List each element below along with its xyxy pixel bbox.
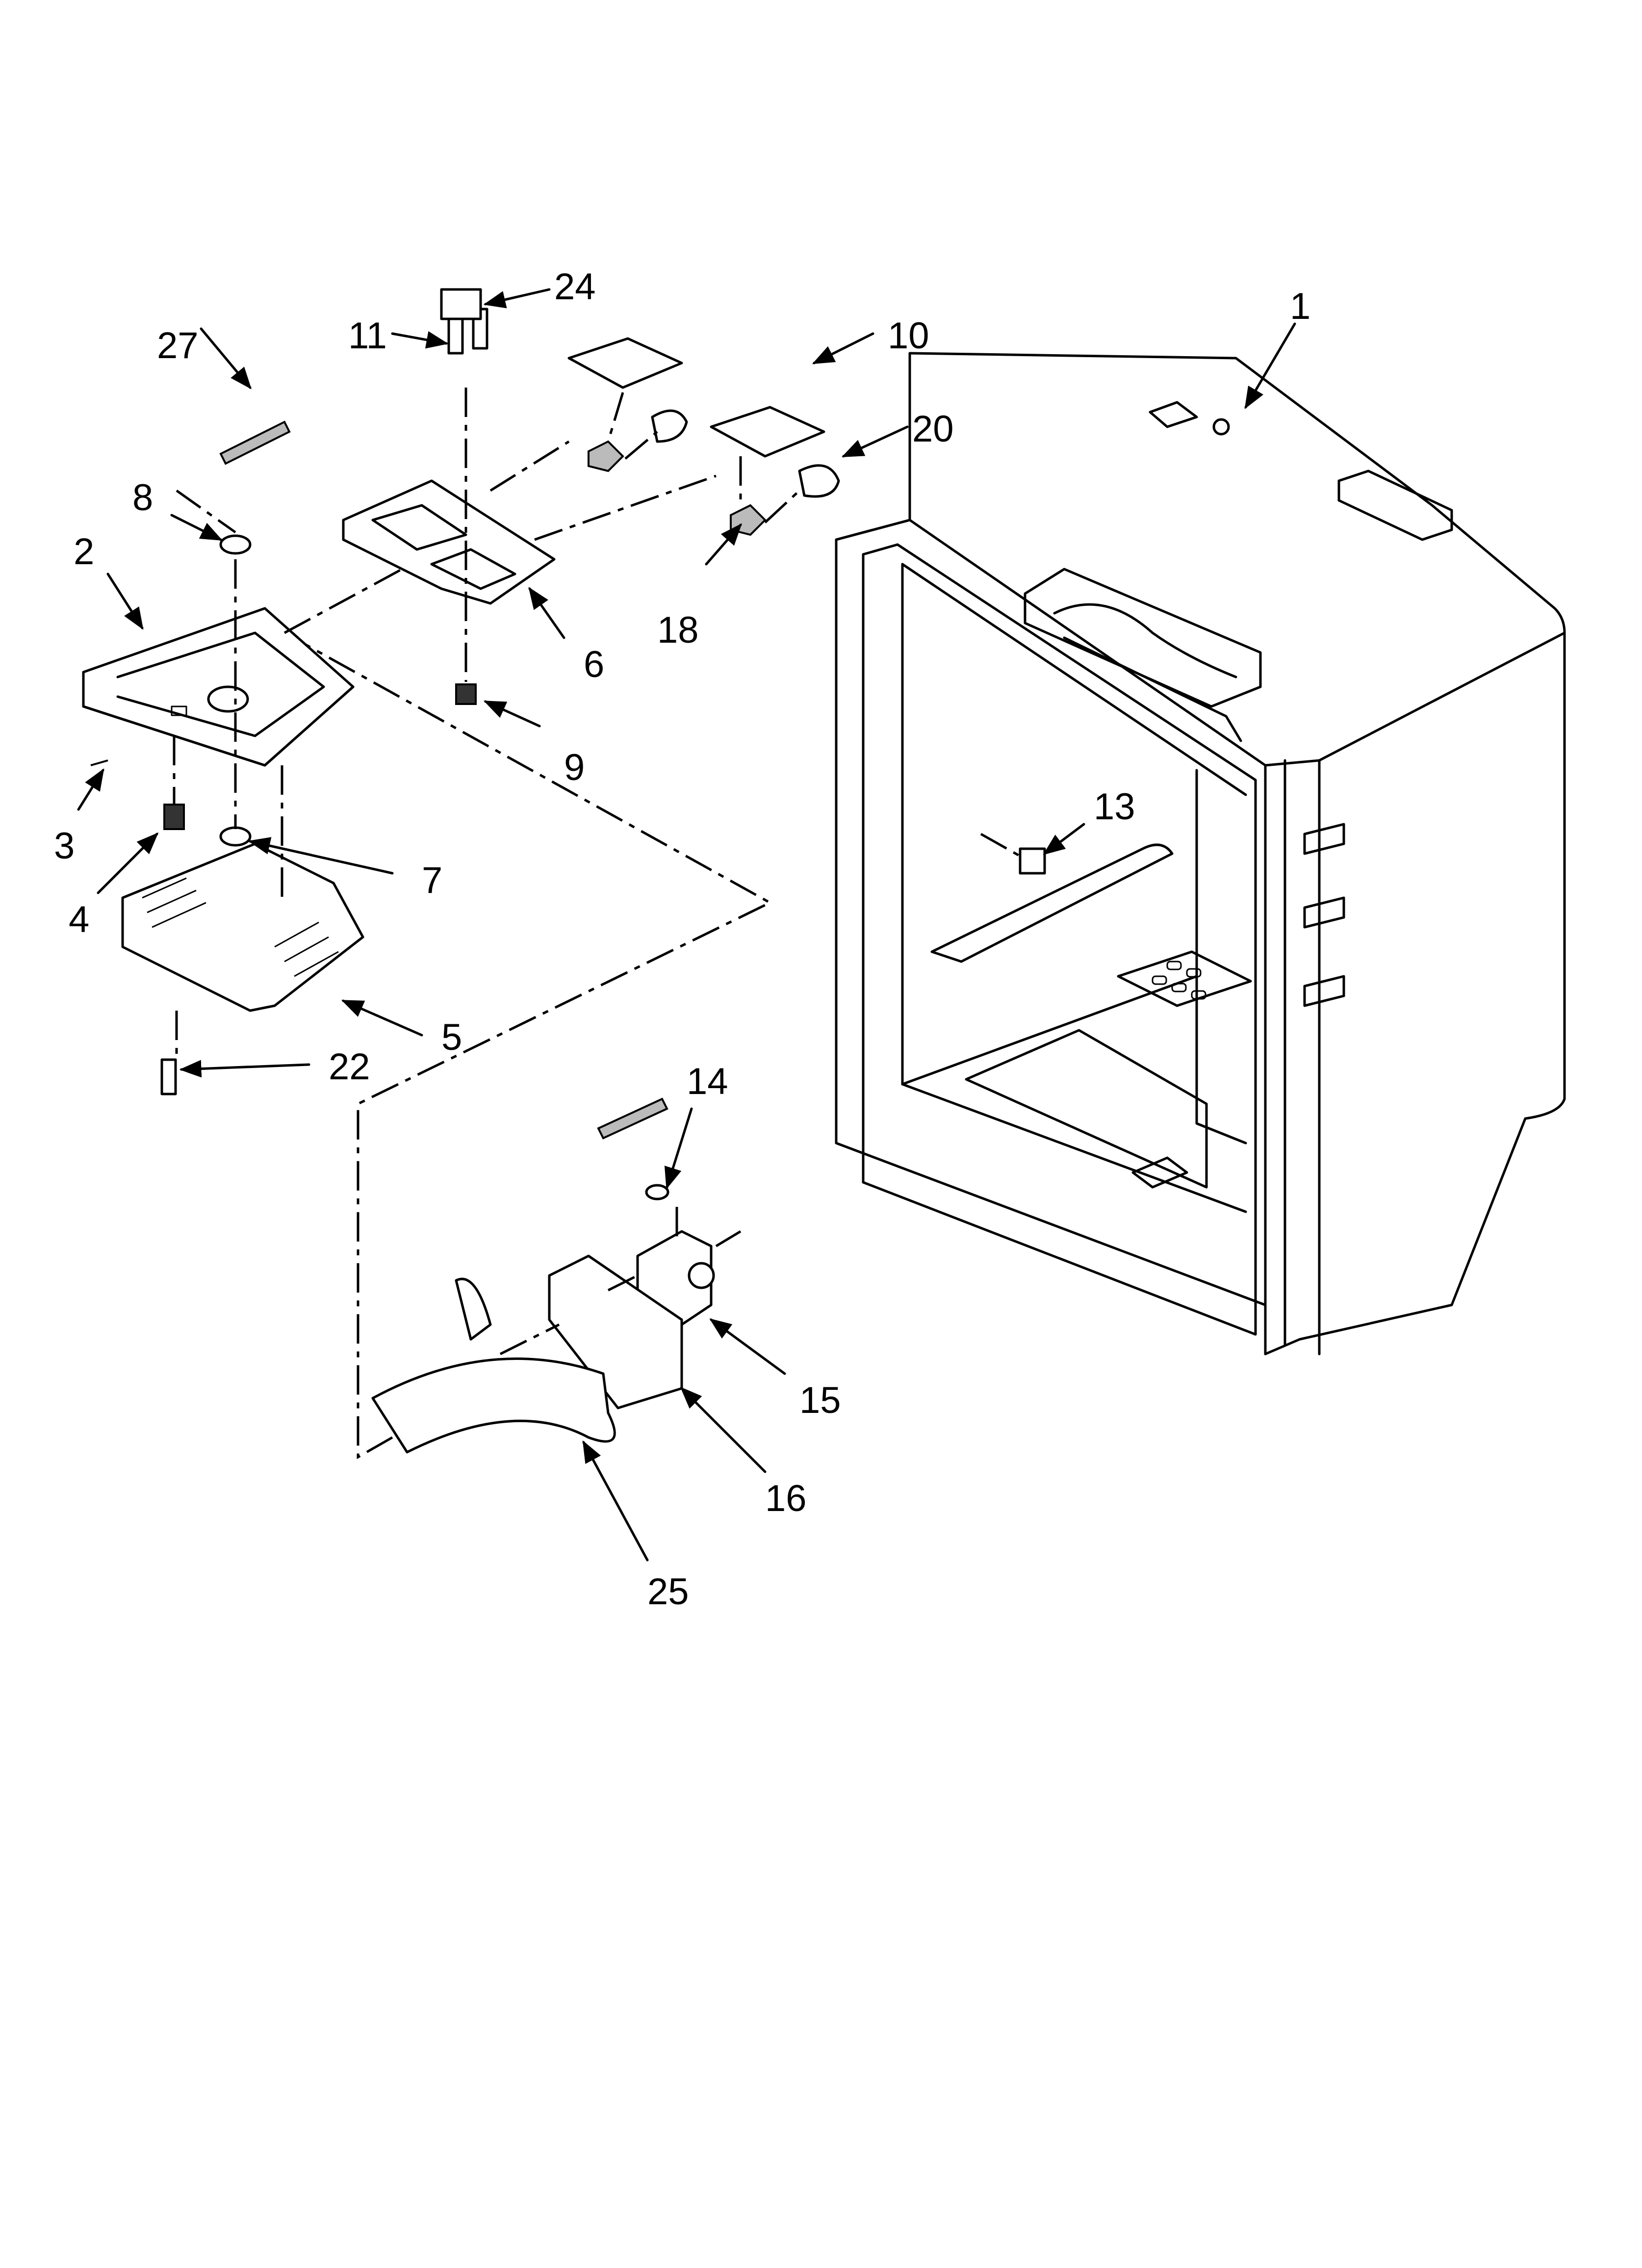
grommet-part bbox=[219, 534, 669, 1200]
light-housing-part bbox=[82, 607, 355, 767]
light-bracket-part bbox=[342, 479, 556, 605]
callout-27: 27 bbox=[157, 325, 199, 366]
callout-6: 6 bbox=[584, 644, 604, 685]
callout-8: 8 bbox=[132, 477, 153, 519]
funnel-part bbox=[371, 1277, 616, 1454]
bulb-socket-part bbox=[588, 440, 767, 536]
wire-clip-part bbox=[90, 420, 668, 1140]
callout-5: 5 bbox=[441, 1017, 462, 1058]
callout-11: 11 bbox=[348, 315, 387, 357]
callout-9: 9 bbox=[564, 747, 585, 788]
callout-1: 1 bbox=[1290, 286, 1310, 327]
light-shield-part bbox=[121, 842, 364, 1012]
assembly-outline bbox=[283, 631, 773, 1460]
refrigerator-liner bbox=[835, 352, 1566, 1356]
switch-part bbox=[163, 683, 1046, 875]
light-bulb-part bbox=[651, 409, 840, 498]
callout-20: 20 bbox=[912, 408, 954, 450]
alignment-lines bbox=[173, 388, 1021, 1356]
lamp-socket-part bbox=[567, 337, 825, 458]
callout-3: 3 bbox=[54, 825, 75, 867]
callout-16: 16 bbox=[765, 1478, 807, 1519]
callout-22: 22 bbox=[329, 1046, 370, 1088]
callout-24: 24 bbox=[554, 266, 596, 308]
leader-lines bbox=[77, 288, 1296, 1562]
callout-4: 4 bbox=[69, 899, 89, 940]
callout-14: 14 bbox=[687, 1061, 728, 1102]
callout-7: 7 bbox=[422, 860, 442, 901]
callout-2: 2 bbox=[74, 531, 94, 573]
callout-18: 18 bbox=[657, 609, 699, 651]
callout-25: 25 bbox=[647, 1571, 689, 1613]
callout-15: 15 bbox=[799, 1380, 841, 1421]
thermistor-part bbox=[440, 288, 482, 320]
callout-13: 13 bbox=[1094, 786, 1135, 828]
callout-10: 10 bbox=[888, 315, 929, 357]
